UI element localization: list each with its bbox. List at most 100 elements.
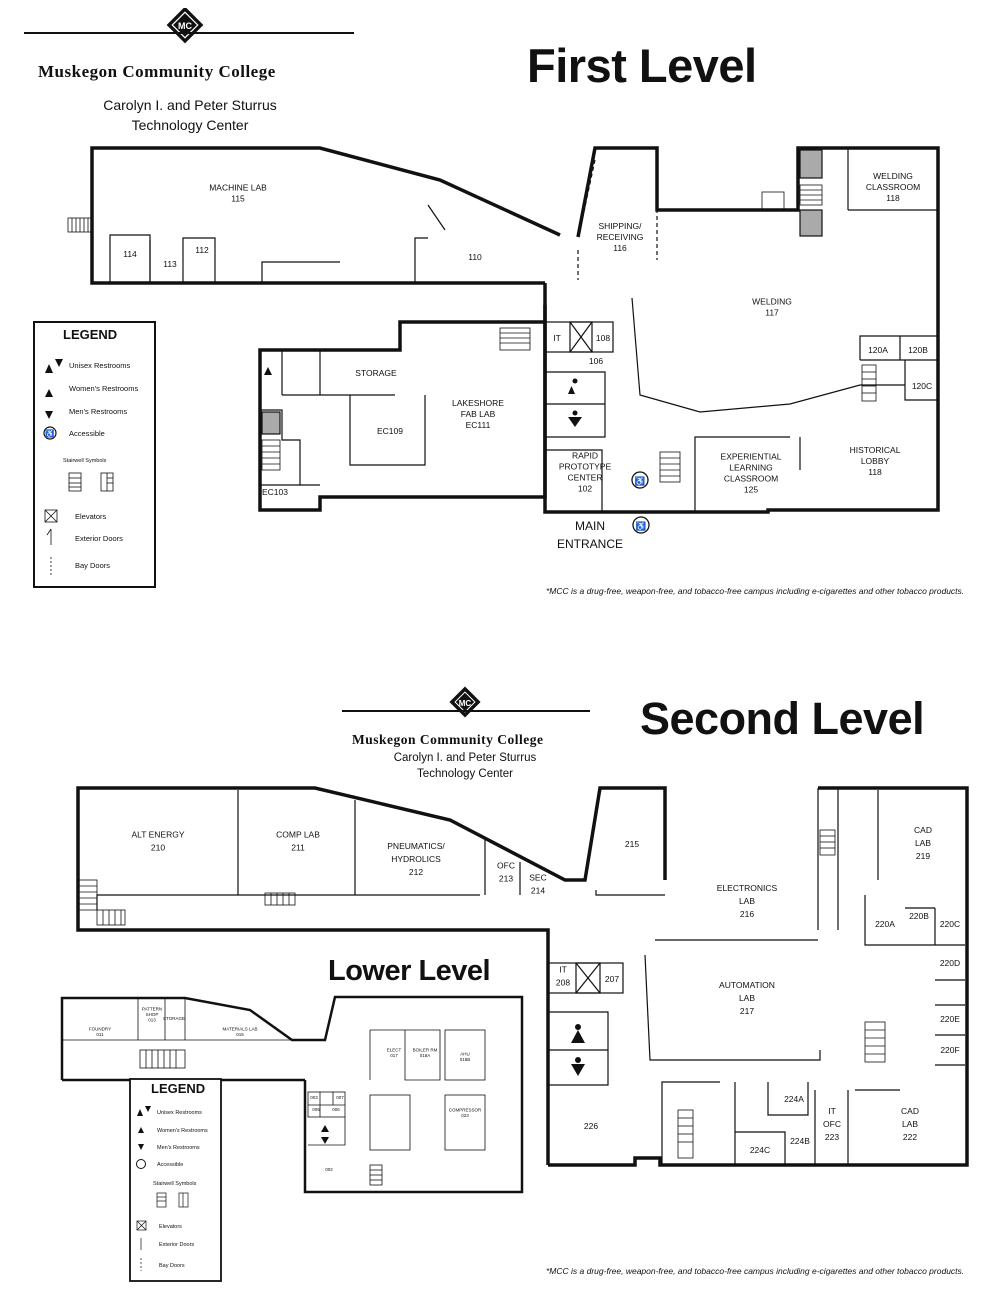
room-label-r220b: 220B — [909, 911, 929, 921]
legend-stairwell: Stairwell Symbols — [63, 458, 107, 464]
header-rule-second — [342, 710, 590, 712]
disclaimer-first: *MCC is a drug-free, weapon-free, and to… — [546, 586, 965, 596]
room-label-r220a: 220A — [875, 919, 895, 929]
room-label-r108: 108 — [596, 333, 610, 343]
svg-text:MC: MC — [459, 699, 472, 708]
room-label-storage: STORAGE — [355, 368, 397, 378]
room-label-it: IT — [553, 333, 561, 343]
disclaimer-second: *MCC is a drug-free, weapon-free, and to… — [546, 1266, 965, 1276]
wall-lower-left-wing — [258, 305, 547, 512]
entrance-line2: ENTRANCE — [556, 537, 623, 551]
room-label-r120a: 120A — [868, 345, 888, 355]
legend-womens: Women's Restrooms — [69, 384, 138, 393]
room-label-r220e: 220E — [940, 1014, 960, 1024]
svg-text:♿: ♿ — [635, 476, 646, 486]
building-line1-second: Carolyn I. and Peter Sturrus — [393, 752, 537, 764]
room-label-r224c: 224C — [750, 1145, 770, 1155]
building-line1-first: Carolyn I. and Peter Sturrus — [103, 97, 277, 113]
room-label-r226: 226 — [584, 1121, 598, 1131]
svg-text:♿: ♿ — [45, 429, 54, 438]
room-label-r110: 110 — [468, 252, 482, 262]
legend-stairwell-lower: Stairwell Symbols — [153, 1181, 197, 1187]
legend-exterior-doors-lower: Exterior Doors — [159, 1242, 194, 1248]
legend-mens: Men's Restrooms — [69, 407, 127, 416]
mcc-logo-top: MC — [166, 8, 204, 44]
svg-text:♿: ♿ — [636, 521, 647, 531]
room-label-r224a: 224A — [784, 1094, 804, 1104]
legend-elevators: Elevators — [75, 512, 107, 521]
building-line2-first: Technology Center — [131, 117, 249, 133]
room-label-r106: 106 — [589, 356, 603, 366]
legend-bay-doors-lower: Bay Doors — [159, 1263, 185, 1269]
svg-text:MC: MC — [178, 21, 192, 31]
second-level-title: Second Level — [640, 693, 925, 744]
room-label-ec103: EC103 — [262, 487, 288, 497]
lower-level-title: Lower Level — [328, 955, 491, 987]
room-label-r003: 003 — [310, 1095, 318, 1100]
wall-second-upper — [76, 786, 667, 1165]
accessible-icon-lobby — [631, 471, 649, 489]
room-label-r120c: 120C — [912, 381, 932, 391]
legend-exterior-doors: Exterior Doors — [75, 534, 123, 543]
wall-second-right — [548, 786, 969, 1167]
college-name-first: Muskegon Community College — [38, 62, 276, 81]
first-level-legend: LEGEND ♿ Unisex Restrooms Women's Restro… — [33, 321, 156, 588]
room-label-r220c: 220C — [940, 919, 960, 929]
building-line2-second: Technology Center — [417, 768, 513, 780]
room-label-storage-l: STORAGE — [163, 1016, 185, 1021]
wall-upper-wing — [90, 146, 561, 285]
legend-title-lower: LEGEND — [151, 1081, 205, 1096]
legend-title: LEGEND — [63, 327, 117, 342]
entrance-line1: MAIN — [575, 519, 605, 533]
room-label-r215: 215 — [625, 839, 639, 849]
room-label-r114: 114 — [123, 249, 137, 259]
legend-unisex: Unisex Restrooms — [69, 361, 131, 370]
room-label-r007: 007 — [336, 1095, 344, 1100]
legend-mens-lower: Men's Restrooms — [157, 1145, 200, 1151]
legend-elevators-lower: Elevators — [159, 1224, 182, 1230]
first-level-title: First Level — [527, 39, 757, 92]
room-label-r112: 112 — [195, 245, 209, 255]
legend-womens-lower: Women's Restrooms — [157, 1128, 208, 1134]
wall-main-block — [543, 146, 940, 514]
room-label-r220d: 220D — [940, 958, 960, 968]
room-label-r113: 113 — [163, 259, 177, 269]
legend-accessible-lower: Accessible — [157, 1162, 183, 1168]
room-label-r005: 005 — [312, 1107, 320, 1112]
legend-unisex-lower: Unisex Restrooms — [157, 1110, 202, 1116]
lower-level-legend: LEGEND Unisex Restrooms Women's Restroom… — [129, 1078, 222, 1282]
main-entrance-label: MAIN ENTRANCE — [548, 517, 632, 553]
room-label-ec109: EC109 — [377, 426, 403, 436]
mcc-logo-second: MC — [449, 686, 481, 718]
womens-restroom-icon — [568, 386, 575, 394]
legend-bay-doors: Bay Doors — [75, 561, 110, 570]
accessible-icon-entrance — [632, 516, 650, 534]
room-label-r006: 006 — [332, 1107, 340, 1112]
room-label-r207: 207 — [605, 974, 619, 984]
unisex-restroom-icon — [264, 367, 272, 375]
mens-restroom-icon — [568, 417, 582, 427]
